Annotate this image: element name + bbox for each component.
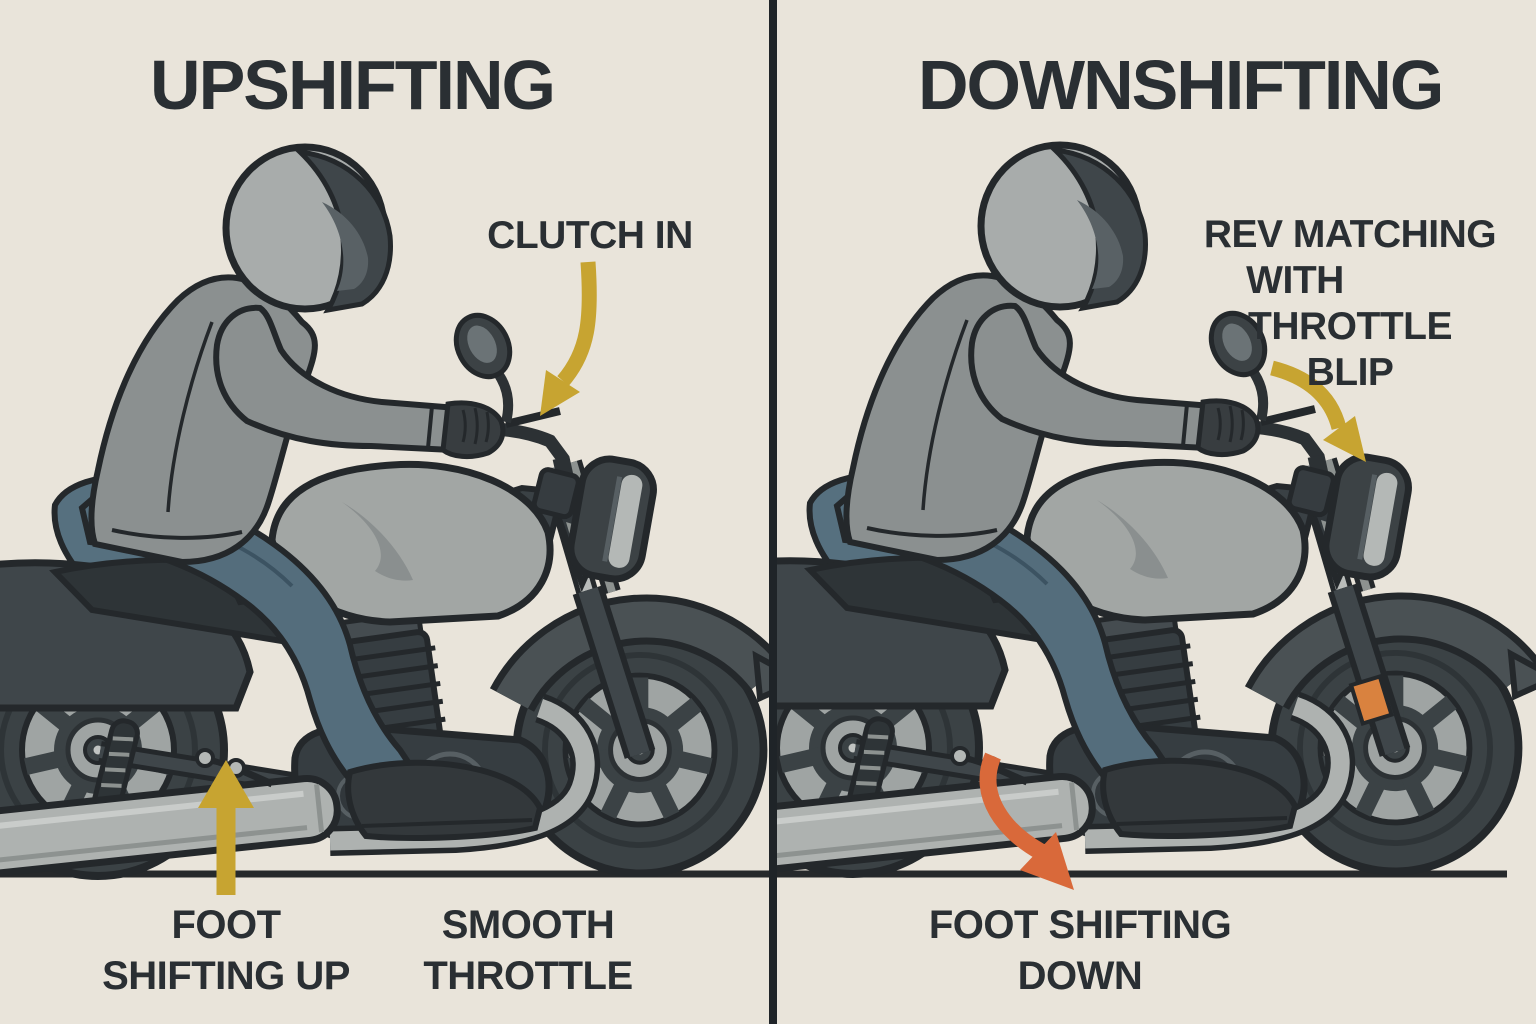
panel-divider (769, 0, 777, 1024)
rev-match-arrow-icon (1270, 360, 1366, 462)
rev-matching-label: REV MATCHING WITH THROTTLE BLIP (1203, 213, 1497, 394)
foot-shifting-up-label: FOOT SHIFTING UP (102, 903, 350, 998)
smooth-throttle-label: SMOOTH THROTTLE (423, 903, 633, 998)
right-panel-title: DOWNSHIFTING (918, 46, 1444, 124)
clutch-in-arrow-icon (540, 261, 597, 416)
clutch-in-label: CLUTCH IN (487, 214, 693, 257)
left-panel-title: UPSHIFTING (150, 46, 556, 124)
foot-shift-down-arrow-icon (979, 752, 1074, 890)
motorcycle-rider-downshift-illustration (705, 145, 1536, 876)
foot-shifting-down-label: FOOT SHIFTING DOWN (928, 903, 1232, 998)
fork-reflector (1348, 673, 1394, 726)
foot-shift-up-arrow-icon (198, 760, 254, 895)
